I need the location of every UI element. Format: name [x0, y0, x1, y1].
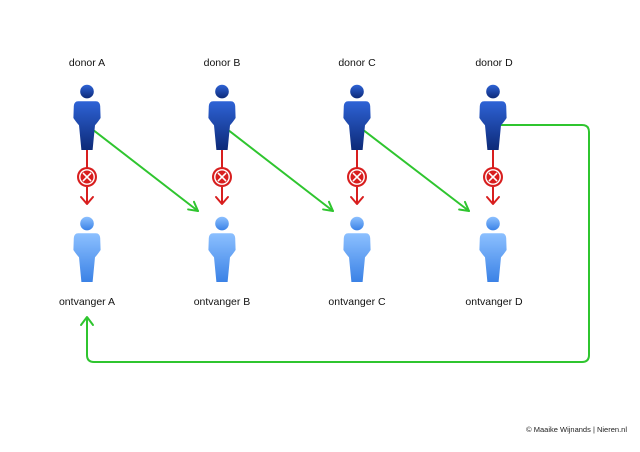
x-circle-icon: [347, 167, 367, 187]
recipient-b-icon: [208, 216, 236, 282]
donor-a-icon: [73, 84, 101, 150]
people: [73, 84, 507, 282]
donor-c-icon: [343, 84, 371, 150]
x-circle-icon: [77, 167, 97, 187]
donor-label-a: donor A: [68, 57, 106, 69]
recipient-label-c: ontvanger C: [328, 296, 386, 308]
recipient-label-a: ontvanger A: [58, 296, 116, 308]
donor-d-icon: [479, 84, 507, 150]
donation-arrow-b-to-c: [222, 125, 334, 212]
donor-label-d: donor D: [475, 57, 513, 69]
x-circle-icon: [212, 167, 232, 187]
donation-arrowhead-b: [187, 200, 199, 212]
donation-arrow-a-to-b: [87, 125, 199, 212]
blocked-arrowhead-a: [80, 196, 94, 205]
donation-arrows: [80, 124, 590, 363]
blocked-arrowhead-b: [215, 196, 229, 205]
recipient-c-icon: [343, 216, 371, 282]
credit-text: © Maaike Wijnands | Nieren.nl: [526, 425, 627, 434]
donor-label-b: donor B: [203, 57, 241, 69]
donor-label-c: donor C: [338, 57, 376, 69]
recipient-label-d: ontvanger D: [465, 296, 523, 308]
donation-arrowhead-d: [458, 200, 470, 212]
donation-arrowhead-a: [80, 316, 94, 326]
donation-arrowhead-c: [322, 200, 334, 212]
blocked-arrowhead-d: [486, 196, 500, 205]
recipient-d-icon: [479, 216, 507, 282]
x-circle-icon: [483, 167, 503, 187]
donor-b-icon: [208, 84, 236, 150]
blocked-arrows: [77, 126, 503, 205]
blocked-arrowhead-c: [350, 196, 364, 205]
donation-arrow-d-to-a: [86, 124, 590, 363]
recipient-label-b: ontvanger B: [193, 296, 251, 308]
donation-arrow-c-to-d: [357, 125, 470, 212]
recipient-a-icon: [73, 216, 101, 282]
